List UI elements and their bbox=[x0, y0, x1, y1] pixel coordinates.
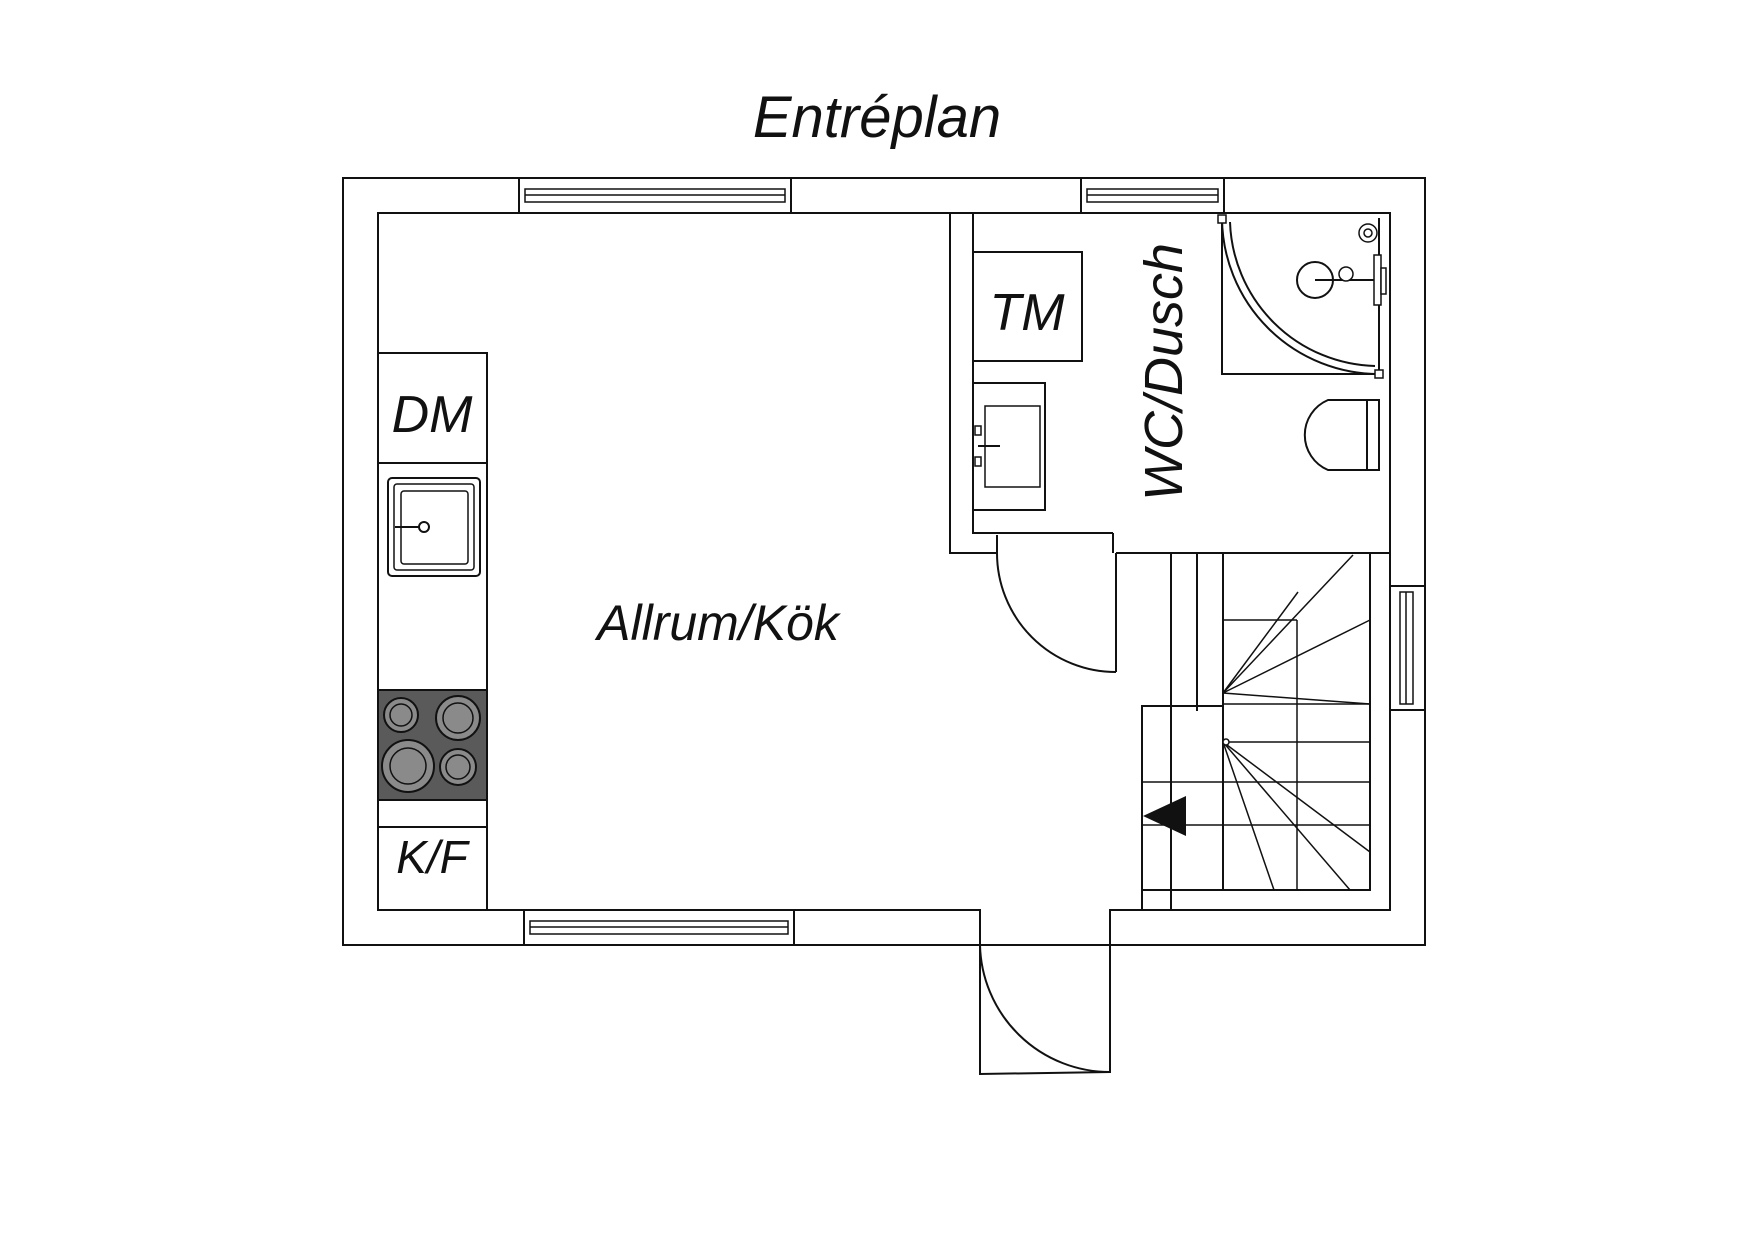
stove bbox=[377, 689, 488, 801]
washing-machine bbox=[972, 251, 1083, 362]
window-right bbox=[1389, 585, 1426, 711]
window-top-right bbox=[1080, 177, 1225, 214]
window-bottom bbox=[523, 909, 795, 946]
window-top-left bbox=[518, 177, 792, 214]
room-label-living: Allrum/Kök bbox=[594, 595, 842, 651]
room-label-bathroom: WC/Dusch bbox=[1134, 243, 1194, 501]
dishwasher-label: DM bbox=[392, 386, 474, 444]
entrance-door bbox=[979, 944, 1111, 1074]
washer-label: TM bbox=[989, 284, 1065, 342]
exterior-walls bbox=[342, 177, 1426, 1076]
toilet bbox=[1303, 399, 1380, 471]
plan-title: Entréplan bbox=[753, 85, 1001, 150]
stair-direction-arrow-icon bbox=[1143, 796, 1186, 836]
fridge-freezer-label: K/F bbox=[396, 831, 470, 883]
bathroom-sink bbox=[972, 382, 1046, 511]
shower bbox=[1217, 214, 1387, 379]
staircase bbox=[1142, 552, 1371, 891]
kitchen-counter bbox=[377, 352, 488, 911]
bathroom-door bbox=[996, 552, 1117, 673]
kitchen-sink bbox=[387, 477, 481, 577]
